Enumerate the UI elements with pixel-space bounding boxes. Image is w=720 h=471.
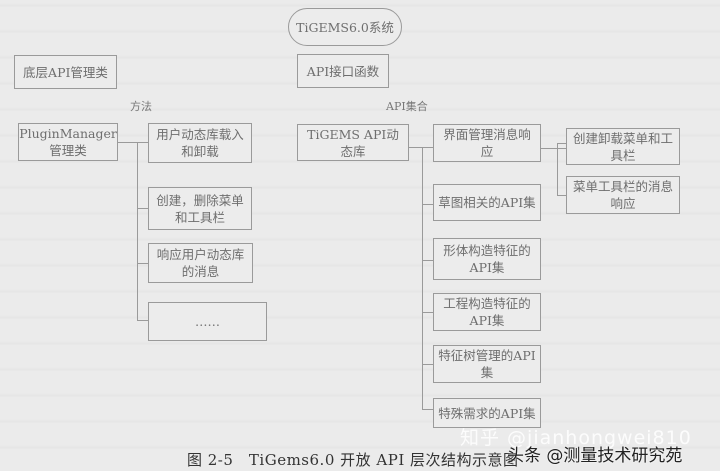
- connector: [137, 320, 148, 321]
- left-child-node: 创建，删除菜单和工具栏: [148, 187, 252, 230]
- right-child-node: 形体构造特征的API集: [433, 238, 541, 280]
- connector: [137, 142, 138, 320]
- connector: [422, 364, 433, 365]
- connector: [541, 148, 566, 149]
- left-child-label: 创建，删除菜单和工具栏: [156, 192, 244, 225]
- right-child-label: 界面管理消息响应: [443, 127, 531, 159]
- connector: [557, 143, 566, 144]
- right-child-label: 工程构造特征的API集: [443, 296, 531, 328]
- ui-child-label: 创建卸载菜单和工具栏: [572, 130, 673, 163]
- right-child-label: 特征树管理的API集: [438, 348, 536, 380]
- ui-child-label: 菜单工具栏的消息响应: [572, 179, 673, 211]
- right-child-label: 形体构造特征的API集: [443, 243, 531, 275]
- toutiao-watermark: 头条 @测量技术研究苑: [507, 446, 683, 466]
- left-child-label: 响应用户动态库的消息: [156, 247, 245, 279]
- left-child-node: 响应用户动态库的消息: [148, 243, 253, 283]
- right-child-label: 特殊需求的API集: [438, 405, 536, 421]
- connector: [557, 143, 558, 195]
- zhihu-watermark: 知乎 @jianhongwei810: [460, 427, 692, 449]
- right-child-node: 特殊需求的API集: [433, 398, 541, 428]
- connector: [422, 147, 423, 409]
- connector: [409, 147, 433, 148]
- connector: [422, 204, 433, 205]
- connector: [422, 409, 433, 410]
- left-child-node: ……: [148, 302, 267, 341]
- right-section-label: API集合: [386, 100, 428, 113]
- left-header-label: 底层API管理类: [23, 64, 108, 80]
- figure-caption: 图 2-5 TiGems6.0 开放 API 层次结构示意图: [187, 451, 519, 469]
- right-child-node: 特征树管理的API集: [433, 345, 541, 383]
- connector: [118, 142, 148, 143]
- tigems-api-label: TiGEMS API动态库: [307, 126, 399, 159]
- root-label: TiGEMS6.0系统: [296, 19, 394, 35]
- left-section-label: 方法: [130, 100, 152, 113]
- left-child-label: ……: [195, 314, 220, 329]
- right-child-node: 界面管理消息响应: [433, 124, 541, 162]
- ui-child-node: 菜单工具栏的消息响应: [566, 176, 680, 214]
- plugin-manager-label: PluginManager 管理类: [19, 126, 117, 158]
- root-node: TiGEMS6.0系统: [288, 8, 402, 46]
- right-child-node: 工程构造特征的API集: [433, 293, 541, 331]
- right-header-node: API接口函数: [297, 54, 389, 88]
- plugin-manager-node: PluginManager 管理类: [18, 123, 118, 161]
- left-header-node: 底层API管理类: [14, 55, 117, 89]
- connector: [137, 208, 148, 209]
- connector: [137, 263, 148, 264]
- connector: [422, 260, 433, 261]
- right-child-node: 草图相关的API集: [433, 184, 541, 221]
- right-child-label: 草图相关的API集: [438, 195, 536, 210]
- left-child-label: 用户动态库载入和卸载: [156, 127, 244, 159]
- right-header-label: API接口函数: [306, 63, 380, 79]
- tigems-api-node: TiGEMS API动态库: [297, 124, 409, 161]
- connector: [422, 312, 433, 313]
- ui-child-node: 创建卸载菜单和工具栏: [566, 128, 680, 165]
- left-child-node: 用户动态库载入和卸载: [148, 123, 252, 163]
- connector: [557, 195, 566, 196]
